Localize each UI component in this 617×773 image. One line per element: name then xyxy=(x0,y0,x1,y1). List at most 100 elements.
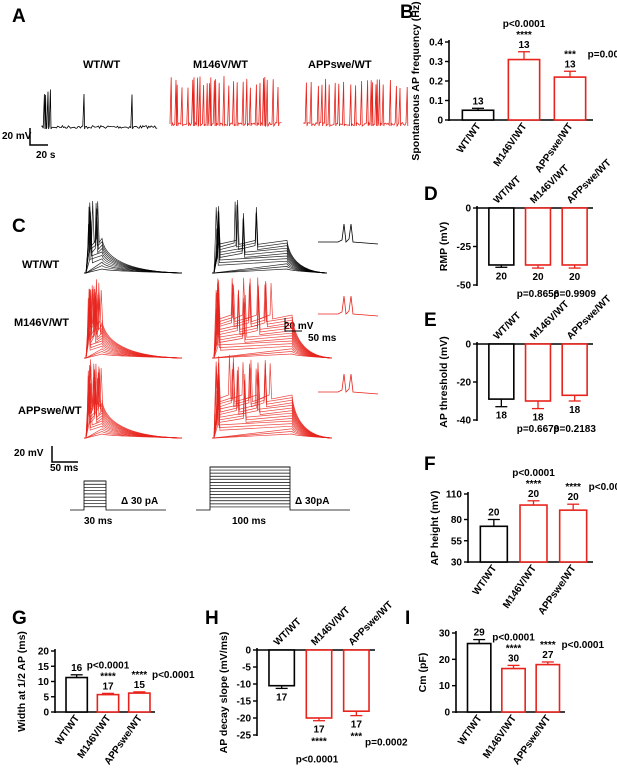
panel-letter-a: A xyxy=(12,6,26,27)
chart-b-bar xyxy=(507,58,541,121)
chart-h-ylabel: AP decay slope (mV/ms) xyxy=(218,632,230,754)
scale-bar-c-inset xyxy=(284,318,302,332)
chart-f-category-label: WT/WT xyxy=(471,563,499,597)
chart-i-bar xyxy=(501,667,526,713)
chart-g-n-label: 15 xyxy=(134,680,146,691)
trace-label-c-m146v: M146V/WT xyxy=(14,317,69,329)
chart-e-ylabel: AP threshold (mV) xyxy=(438,336,450,427)
chart-b-ytick-label: 0.1 xyxy=(429,96,443,107)
scale-c-time: 50 ms xyxy=(50,463,79,474)
chart-h-ytick-label: -15 xyxy=(237,697,252,708)
chart-d-bar xyxy=(561,207,588,266)
chart-i-ytick-label: 30 xyxy=(439,629,451,640)
chart-f-n-label: 20 xyxy=(528,489,540,500)
trace-c-m146v-long xyxy=(212,277,333,359)
trace-sweep xyxy=(84,201,183,274)
trace-c-m146v-short xyxy=(84,279,183,359)
chart-h-ytick-label: -10 xyxy=(237,680,252,691)
chart-h-ytick-label: -5 xyxy=(242,663,251,674)
chart-h-ytick-label: -25 xyxy=(237,731,252,742)
chart-d-n-label: 20 xyxy=(532,272,544,283)
chart-h-category-label: APPswe/WT xyxy=(347,599,396,648)
chart-e-ytick-label: -20 xyxy=(457,378,472,389)
chart-d-n-label: 20 xyxy=(569,272,581,283)
protocol-left xyxy=(70,480,166,511)
chart-h-ytick-label: -20 xyxy=(237,714,252,725)
panel-letter-g: G xyxy=(12,608,27,629)
chart-i-stars: **** xyxy=(540,640,556,651)
protocol-left-duration: 30 ms xyxy=(84,516,113,527)
panel-letter-f: F xyxy=(424,454,436,475)
chart-i-ytick-label: 20 xyxy=(439,655,451,666)
chart-f-pvalue: p<0.0001 xyxy=(512,468,555,479)
trace-sweep xyxy=(212,277,333,359)
chart-b-category-label: WT/WT xyxy=(455,121,483,155)
chart-f-stars: **** xyxy=(526,479,542,490)
chart-i-n-label: 30 xyxy=(508,653,520,664)
trace-sweep xyxy=(84,206,183,274)
trace-inset-wt xyxy=(318,223,379,245)
trace-inset-app xyxy=(318,373,379,395)
chart-h-n-label: 17 xyxy=(313,725,325,736)
chart-b-ytick-label: 0 xyxy=(437,116,443,127)
trace-a-app xyxy=(303,78,409,128)
chart-f-ylabel: AP height (mV) xyxy=(429,490,441,565)
chart-f-ytick-label: 30 xyxy=(451,558,463,569)
chart-f-n-label: 20 xyxy=(568,492,580,503)
trace-label-a-m146v: M146V/WT xyxy=(193,59,248,71)
chart-f-ytick-label: 110 xyxy=(446,490,463,501)
panel-letter-h: H xyxy=(205,608,219,629)
trace-a-wt xyxy=(41,89,158,130)
chart-b-ytick-label: 0.2 xyxy=(429,77,443,88)
scale-c-inset-time: 50 ms xyxy=(308,333,337,344)
chart-e-ytick-label: 0 xyxy=(465,340,471,351)
chart-e-category-label: APPswe/WT xyxy=(565,293,614,342)
chart-f-bar xyxy=(519,504,548,563)
panel-letter-c: C xyxy=(12,216,26,237)
trace-a-m146v xyxy=(169,76,282,128)
chart-f-category-label: APPswe/WT xyxy=(536,563,578,617)
chart-g-bar xyxy=(127,692,151,713)
chart-b-bar xyxy=(461,109,495,121)
scale-c-voltage: 20 mV xyxy=(14,448,44,459)
chart-g-bar xyxy=(96,693,120,713)
chart-b-stars: *** xyxy=(564,49,576,60)
chart-d-n-label: 20 xyxy=(496,271,508,282)
chart-b-n-label: 13 xyxy=(472,96,484,107)
trace-sweep xyxy=(212,204,328,274)
trace-c-app-long xyxy=(212,354,333,439)
chart-f-ytick-label: 80 xyxy=(451,515,463,526)
protocol-outline xyxy=(70,480,166,511)
chart-g-pvalue: p<0.0001 xyxy=(152,670,195,681)
chart-d-bar xyxy=(488,207,515,266)
chart-b-ytick-label: 0.4 xyxy=(429,38,443,49)
trace-sweep xyxy=(212,278,333,359)
chart-e-bar xyxy=(524,343,552,402)
chart-i-category-label: WT/WT xyxy=(456,713,484,747)
chart-h-bar xyxy=(268,649,296,687)
trace-label-a-app: APPswe/WT xyxy=(308,59,372,71)
chart-f-n-label: 20 xyxy=(488,508,500,519)
chart-g-n-label: 17 xyxy=(102,681,114,692)
chart-e-ytick-label: -40 xyxy=(457,416,472,427)
protocol-outline xyxy=(196,466,350,511)
chart-d-category-label: APPswe/WT xyxy=(565,157,614,206)
chart-g-ytick-label: 0 xyxy=(43,708,49,719)
chart-h-pvalue: p<0.0001 xyxy=(296,755,339,766)
protocol-left-step: Δ 30 pA xyxy=(121,496,158,507)
chart-h-bar xyxy=(342,649,370,713)
chart-i-bar xyxy=(466,642,492,713)
chart-f-stars: **** xyxy=(565,482,581,493)
trace-sweep xyxy=(84,359,183,439)
chart-d-pvalue: p=0.8656 xyxy=(517,289,560,300)
trace-label-c-app: APPswe/WT xyxy=(18,405,82,417)
protocol-right-duration: 100 ms xyxy=(232,516,266,527)
chart-b-category-label: M146V/WT xyxy=(492,121,530,168)
trace-c-app-short xyxy=(84,359,183,439)
chart-b-n-label: 13 xyxy=(518,40,530,51)
